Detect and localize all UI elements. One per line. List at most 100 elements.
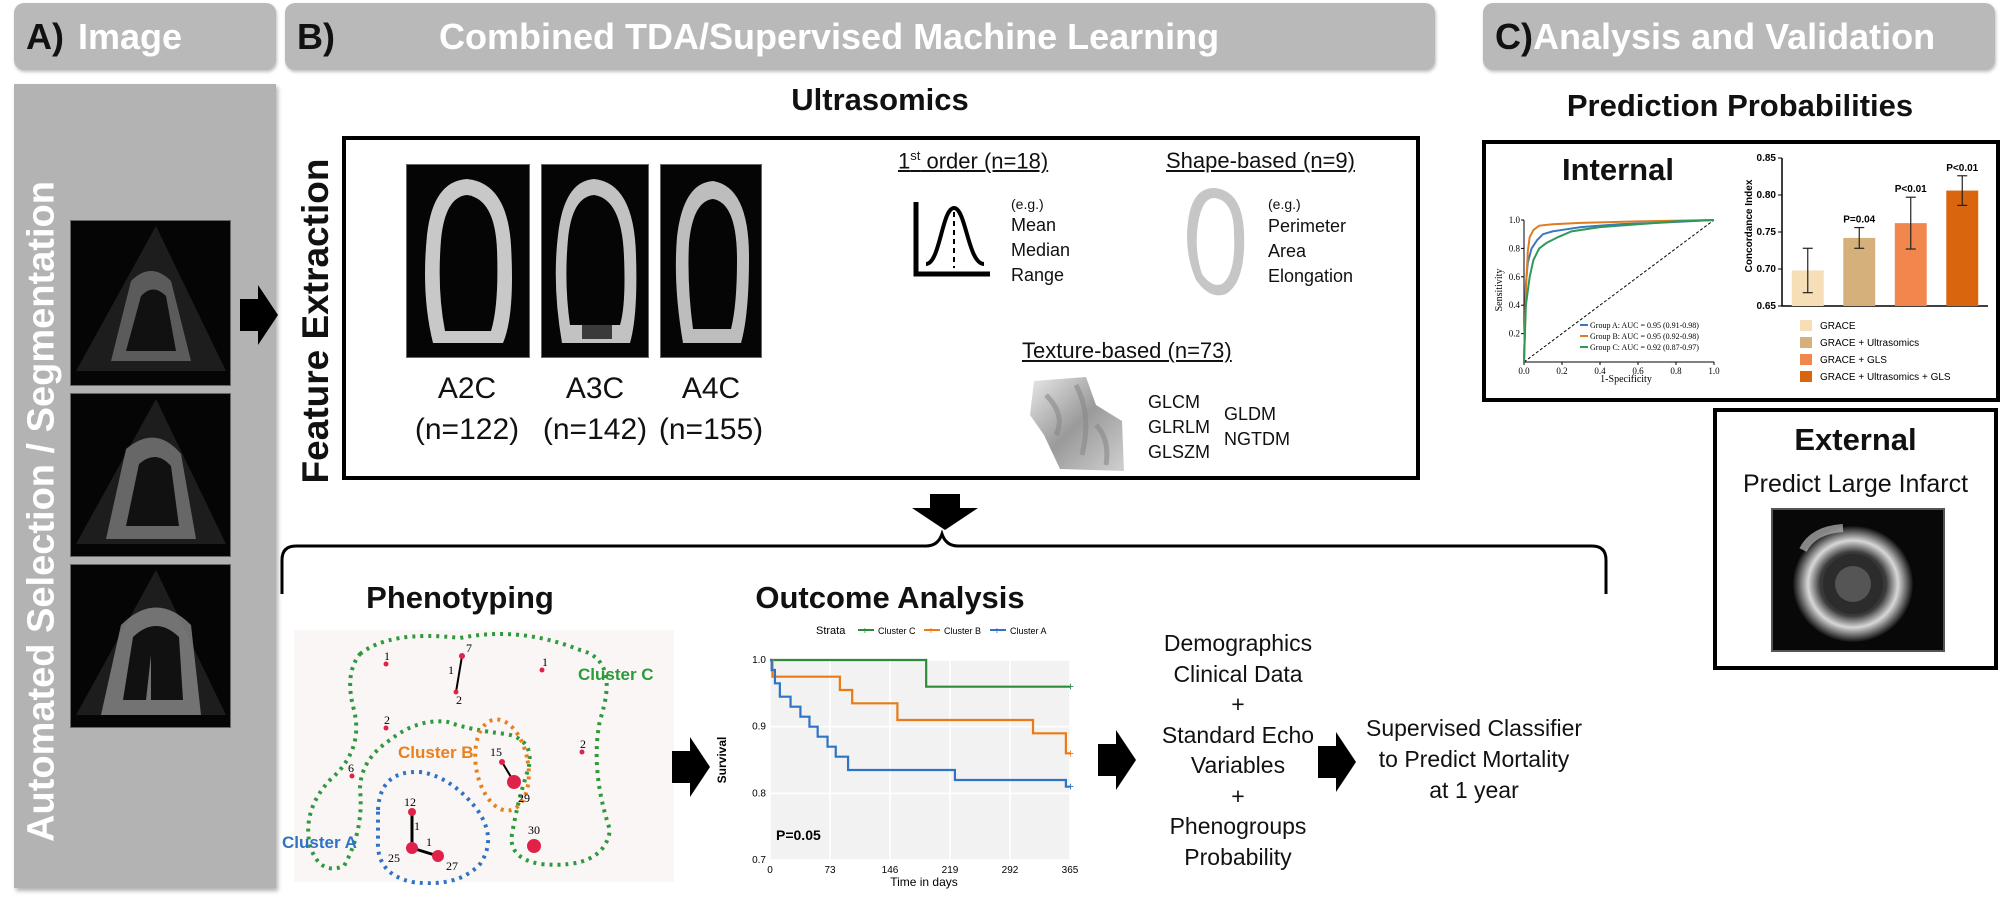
view-count-a3c: (n=142) [542, 413, 648, 446]
texture-icon [1030, 377, 1124, 471]
node-label: 12 [404, 795, 416, 809]
panel-b-header: B) Combined TDA/Supervised Machine Learn… [285, 3, 1435, 70]
node-label: 1 [426, 835, 432, 849]
input-plus-1: + [1231, 691, 1245, 717]
first-order-item-mean: Mean [1011, 215, 1057, 235]
input-probability: Probability [1184, 843, 1292, 870]
lv-view-a3c [541, 164, 649, 358]
node-label: 2 [384, 713, 390, 727]
texture-title: Texture-based (n=73) [1022, 338, 1232, 363]
panel-a-side-label: Automated Selection / Segmentation [20, 181, 63, 842]
node-label: 1 [384, 649, 390, 663]
cluster-a-label: Cluster A [282, 833, 357, 852]
panel-c-title: Analysis and Validation [1533, 15, 1936, 57]
bar [1843, 237, 1876, 306]
roc-diagonal [1523, 219, 1715, 363]
bar-legend-label: GRACE + Ultrasomics [1820, 338, 1919, 349]
node-label: 30 [528, 823, 540, 837]
roc-legend-label: Group A: AUC = 0.95 (0.91-0.98) [1590, 321, 1699, 330]
roc-xlabel: 1-Specificity [1600, 374, 1652, 385]
arrow-a-to-b [240, 285, 278, 345]
bar-annotation: P=0.04 [1843, 215, 1875, 226]
km-censor-mark: + [1067, 680, 1074, 694]
km-xtick-label: 219 [942, 865, 959, 876]
echo-frame-2 [70, 393, 231, 557]
first-order-item-range: Range [1011, 265, 1065, 285]
input-plus-2: + [1231, 782, 1245, 809]
texture-glcm: GLCM [1148, 392, 1201, 412]
input-demographics: Demographics [1163, 630, 1313, 656]
node-label: 27 [446, 859, 458, 873]
km-xtick-label: 0 [767, 865, 773, 876]
first-order-title: 1st order (n=18) [898, 148, 1048, 174]
km-xtick-label: 292 [1002, 865, 1019, 876]
node-label: 2 [456, 693, 462, 707]
km-legend-label: Cluster C [878, 626, 916, 636]
first-order-title-post: order (n=18) [920, 148, 1049, 174]
histogram-icon [913, 202, 990, 277]
shape-title: Shape-based (n=9) [1166, 148, 1355, 173]
panel-c-header: C) Analysis and Validation [1483, 3, 1995, 70]
roc-curve [1523, 219, 1715, 363]
node-label: 29 [518, 791, 530, 805]
cluster-b-label: Cluster B [398, 743, 474, 762]
km-legend-plus: + [928, 626, 934, 637]
panel-a-header: A) Image [14, 3, 276, 70]
input-standard-echo: Standard Echo [1161, 721, 1315, 748]
input-phenogroups: Phenogroups [1169, 813, 1307, 839]
km-xtick-label: 365 [1062, 865, 1079, 876]
roc-ytick-label: 0.6 [1509, 272, 1521, 282]
arrow-to-classifier [1318, 732, 1356, 792]
pipeline-inputs: Demographics Clinical Data + Standard Ec… [1128, 628, 1348, 872]
km-series-line [770, 658, 1070, 788]
view-name-a2c: A2C [437, 372, 497, 405]
bar-legend-swatch [1800, 371, 1812, 382]
km-pvalue: P=0.05 [776, 827, 821, 843]
km-xtick-label: 73 [824, 865, 836, 876]
km-censor-mark: + [1067, 780, 1074, 794]
km-xtick-label: 146 [882, 865, 899, 876]
lv-view-a4c [660, 164, 762, 358]
bar [1946, 190, 1979, 306]
bar-legend-label: GRACE + Ultrasomics + GLS [1820, 372, 1951, 383]
km-legend-plus: + [994, 626, 1000, 637]
bar-ytick-label: 0.70 [1757, 264, 1777, 275]
lv-view-a2c [406, 164, 530, 358]
texture-glszm: GLSZM [1148, 442, 1211, 462]
first-order-item-median: Median [1011, 240, 1071, 260]
input-variables: Variables [1190, 752, 1286, 778]
bar-legend-swatch [1800, 337, 1812, 348]
panel-b-letter: B) [297, 15, 335, 57]
roc-xtick-label: 0.8 [1670, 366, 1682, 376]
node-label: 15 [490, 745, 502, 759]
bar-chart: 0.650.700.750.800.85 P=0.04P<0.01P<0.01 … [1744, 153, 1988, 383]
bar-ytick-label: 0.65 [1757, 301, 1777, 312]
node-label: 1 [542, 655, 548, 669]
texture-ngtdm: NGTDM [1224, 429, 1290, 449]
view-name-a4c: A4C [681, 372, 741, 405]
bar-ytick-label: 0.75 [1757, 227, 1777, 238]
classifier-text: Supervised Classifier to Predict Mortali… [1354, 713, 1594, 806]
node-label: 1 [448, 663, 454, 677]
roc-xtick-label: 0.4 [1594, 366, 1606, 376]
node-label: 6 [348, 761, 354, 775]
km-ytick-label: 1.0 [752, 655, 766, 666]
classifier-line-1: Supervised Classifier [1365, 715, 1583, 741]
ultrasomics-title: Ultrasomics [791, 82, 969, 117]
bar-ytick-label: 0.85 [1757, 153, 1777, 164]
roc-xtick-label: 0.2 [1556, 366, 1567, 376]
roc-curve [1523, 219, 1715, 363]
echo-frame-1 [70, 220, 231, 386]
roc-xtick-label: 1.0 [1708, 366, 1720, 376]
km-ytick-label: 0.9 [752, 722, 766, 733]
panel-a-title: Image [78, 15, 183, 57]
classifier-line-3: at 1 year [1429, 777, 1519, 803]
first-order-title-sup: st [910, 148, 921, 163]
internal-label: Internal [1562, 152, 1674, 187]
first-order-title-pre: 1 [898, 148, 911, 174]
shape-eg: (e.g.) [1268, 196, 1301, 212]
km-legend-plus: + [862, 626, 868, 637]
external-sub: Predict Large Infarct [1742, 470, 1969, 498]
